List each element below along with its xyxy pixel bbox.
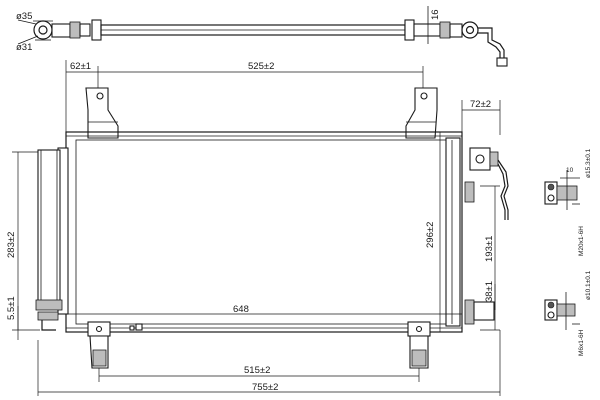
bottom-bracket-left [87,321,111,369]
left-dimension-lines [12,151,40,340]
right-lower-fitting [464,299,495,325]
label-fitting-diameter-upper: ø15.3±0.1 [585,148,592,178]
condenser-core [57,131,463,333]
top-dimension-lines [65,60,501,135]
label-core-height: 283±2 [6,232,17,258]
label-outlet-height: 193±1 [484,236,495,262]
bottom-dimension-lines [37,330,501,396]
top-bracket-left [85,87,119,139]
label-tube-inner-diameter: ø31 [16,42,32,53]
label-fitting-diameter-lower: ø10.1±0.1 [585,270,592,300]
label-overall-width: 755±2 [252,382,278,393]
label-bottom-offset: 5.5±1 [6,296,17,320]
label-top-bracket-spacing: 525±2 [248,61,274,72]
label-bottom-bracket-spacing: 515±2 [244,365,270,376]
top-bracket-right [405,87,438,139]
fitting-detail-upper [544,170,580,210]
receiver-drier [35,149,63,331]
label-thread-lower: M6x1-6H [578,329,585,356]
label-fitting-length: 10 [566,167,574,174]
bottom-bracket-right [407,321,431,369]
right-header-tank [445,137,461,327]
label-right-offset: 72±2 [470,99,491,110]
right-upper-fitting [464,147,509,220]
label-lower-fitting-height: 38±1 [484,281,495,302]
label-tube-outer-diameter: ø35 [16,11,32,22]
label-inner-height: 296±2 [425,222,436,248]
top-tube-detail [17,6,508,67]
label-tube-height: 16 [430,9,441,20]
right-dimension-lines [439,132,500,332]
label-thread-upper: M20x1-6H [578,226,585,256]
fitting-detail-lower [544,292,580,330]
tube-ring-inner [38,25,48,35]
label-left-offset: 62±1 [70,61,91,72]
label-core-width: 648 [233,304,249,315]
